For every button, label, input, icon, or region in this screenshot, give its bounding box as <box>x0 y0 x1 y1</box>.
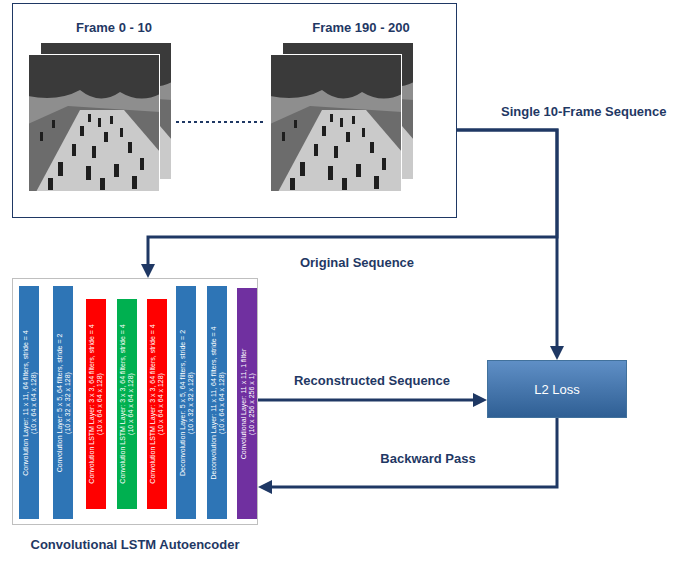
layer-bar: Convolution Layer: 11 x 11, 64 filters, … <box>19 286 39 519</box>
layer-shape: (10 x 64 x 64 x 128) <box>29 372 37 434</box>
layer-shape: (10 x 64 x 64 x 128) <box>96 373 104 435</box>
layer-shape: (10 x 64 x 64 x 128) <box>127 373 135 435</box>
edge-label: Reconstructed Sequence <box>292 373 452 388</box>
layer-shape: (10 x 256 x 256 x 1) <box>247 373 255 435</box>
layer-bar: Convolutional Layer: 11 x 11, 1 filter(1… <box>237 288 257 519</box>
layer-bar: Convolution LSTM Layer: 3 x 3, 64 filter… <box>86 299 106 509</box>
layer-name: Convolution LSTM Layer: 3 x 3, 64 filter… <box>149 324 157 483</box>
frame-image <box>28 54 160 192</box>
layer-text-group: Convolution Layer: 11 x 11, 64 filters, … <box>19 286 39 519</box>
layer-text-group: Convolution Layer: 5 x 5, 64 filters, st… <box>53 286 73 519</box>
layer-bar: Convolution LSTM Layer: 3 x 3, 64 filter… <box>117 299 137 509</box>
layer-text-group: Convolution LSTM Layer: 3 x 3, 64 filter… <box>117 299 137 509</box>
layer-text-group: Convolution LSTM Layer: 3 x 3, 64 filter… <box>86 299 106 509</box>
layer-bar: Deconvolution Layer: 5 x 5, 64 filters, … <box>176 286 196 519</box>
layer-bar: Convolution LSTM Layer: 3 x 3, 64 filter… <box>147 299 167 509</box>
layer-name: Convolution LSTM Layer: 3 x 3, 64 filter… <box>88 324 96 483</box>
connector <box>272 418 557 487</box>
layer-shape: (10 x 32 x 32 x 128) <box>63 372 71 434</box>
layer-text-group: Deconvolution Layer: 5 x 5, 64 filters, … <box>176 286 196 519</box>
autoencoder-box: Convolutional LSTM AutoencoderConvolutio… <box>12 278 258 525</box>
loss-label: L2 Loss <box>534 382 580 397</box>
layer-text-group: Convolution LSTM Layer: 3 x 3, 64 filter… <box>147 299 167 509</box>
connector <box>148 130 557 264</box>
edge-label: Single 10-Frame Sequence <box>499 104 668 119</box>
frame-label: Frame 0 - 10 <box>76 20 152 35</box>
layer-shape: (10 x 32 x 32 x 128) <box>186 372 194 434</box>
layer-text-group: Deconvolution Layer: 11 x 11, 64 filters… <box>207 286 227 519</box>
layer-shape: (10 x 64 x 64 x 128) <box>157 373 165 435</box>
edge-label: Backward Pass <box>378 451 477 466</box>
loss-box: L2 Loss <box>487 360 627 418</box>
layer-bar: Deconvolution Layer: 11 x 11, 64 filters… <box>207 286 227 519</box>
layer-name: Convolution Layer: 11 x 11, 64 filters, … <box>21 330 29 475</box>
layer-name: Convolution Layer: 5 x 5, 64 filters, st… <box>55 333 63 472</box>
autoencoder-label: Convolutional LSTM Autoencoder <box>0 537 277 552</box>
frame-image <box>270 54 402 192</box>
layer-name: Convolutional Layer: 11 x 11, 1 filter <box>239 348 247 459</box>
layer-text-group: Convolutional Layer: 11 x 11, 1 filter(1… <box>237 288 257 519</box>
edge-label: Original Sequence <box>298 255 416 270</box>
layer-name: Deconvolution Layer: 5 x 5, 64 filters, … <box>178 329 186 475</box>
layer-name: Convolution LSTM Layer: 3 x 3, 64 filter… <box>119 324 127 483</box>
frame-label: Frame 190 - 200 <box>312 20 410 35</box>
ellipsis-line <box>176 121 264 123</box>
layer-name: Deconvolution Layer: 11 x 11, 64 filters… <box>209 326 217 479</box>
frame-box: Frame 0 - 10 Frame 190 - 200 <box>12 3 457 218</box>
connector <box>258 399 473 402</box>
layer-bar: Convolution Layer: 5 x 5, 64 filters, st… <box>53 286 73 519</box>
layer-shape: (10 x 64 x 64 x 128) <box>217 372 225 434</box>
